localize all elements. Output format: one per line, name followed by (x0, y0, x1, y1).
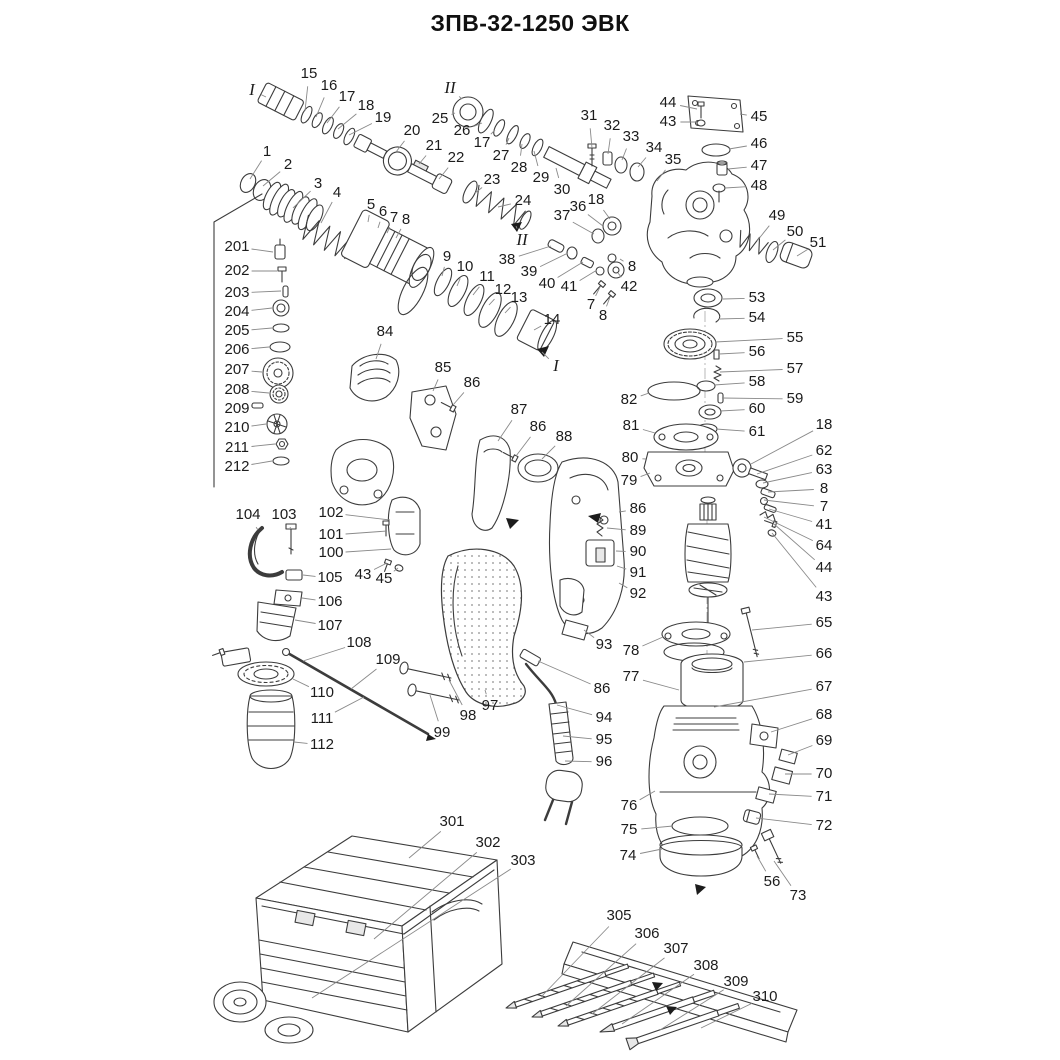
point-chisel (599, 989, 716, 1033)
piston-barrel-assembly (239, 172, 558, 357)
gear-stack (643, 288, 735, 487)
striker-shaft-assembly (257, 82, 453, 194)
grip (440, 548, 526, 707)
brush-holder (755, 786, 777, 804)
plug (545, 769, 583, 803)
bracket-line (213, 193, 263, 488)
brush-plate (749, 723, 779, 749)
assembly-arrow (695, 884, 706, 895)
bearing (452, 96, 484, 128)
drill-bit (505, 963, 630, 1009)
circlip (693, 307, 721, 323)
handle-screw (399, 661, 452, 682)
cover-strip (471, 435, 511, 531)
intermediate-shaft-assembly (452, 96, 612, 232)
assembly-arrow (506, 518, 519, 529)
clutch-spring (462, 180, 532, 230)
bearing-flange (661, 621, 731, 662)
washer (696, 119, 706, 127)
o-ring-large (647, 381, 701, 401)
cylinder-sleeve (516, 309, 558, 352)
long-screw (740, 606, 760, 658)
bolt (760, 828, 784, 864)
carrying-case (255, 835, 503, 1033)
crank-parts (547, 143, 645, 305)
cord-clamp (519, 648, 541, 667)
screw (440, 402, 457, 413)
o-ring (701, 143, 731, 157)
depth-gauge-rod (284, 650, 430, 736)
gearbox-housing (646, 95, 751, 288)
brush-cap (742, 809, 762, 825)
clutch-parts (732, 458, 778, 537)
flat-chisel (625, 1002, 740, 1051)
bracket-plate (409, 385, 457, 451)
carbon-brush (771, 766, 794, 785)
switch-housing (548, 457, 625, 641)
case-latch (345, 919, 367, 937)
handle-grip (246, 695, 296, 770)
screw (382, 520, 390, 537)
handle-cone (256, 601, 297, 642)
motor-housing (648, 705, 798, 895)
clamp-bolt (285, 523, 297, 555)
main-gear (663, 328, 717, 360)
assembly-arrow (666, 1006, 677, 1015)
housing-covers (330, 353, 559, 572)
rubber-boot (262, 181, 324, 232)
screw (749, 844, 760, 860)
stator (680, 653, 744, 722)
bottom-cap (659, 840, 743, 877)
impeller (266, 413, 288, 435)
mode-knob-assembly (739, 229, 813, 269)
clamp-band (247, 526, 284, 578)
gear-small (269, 384, 289, 404)
louver-cover (349, 353, 400, 402)
case-handle (431, 899, 483, 913)
handle-screw (407, 683, 460, 704)
case-latch (294, 909, 316, 927)
side-handle-assembly (212, 523, 436, 770)
bracket (561, 619, 589, 641)
assembly-arrow (588, 513, 601, 523)
grease-container (213, 981, 314, 1044)
drill-bit (557, 981, 682, 1027)
coil-spring (302, 214, 352, 260)
drill-bit (531, 972, 656, 1018)
rear-handle (399, 548, 526, 707)
power-cord (519, 648, 583, 826)
grease-nipple (716, 160, 728, 176)
trigger (559, 577, 585, 616)
diagram-title: ЗПВ-32-1250 ЭВК (430, 10, 630, 36)
assembly-arrow (652, 982, 663, 991)
assembly-arrow (537, 346, 549, 357)
nut (275, 438, 289, 450)
retainer-ring (517, 453, 559, 483)
screw (697, 101, 705, 119)
switch-button (595, 547, 606, 563)
chuck-subassembly-parts (251, 238, 294, 466)
